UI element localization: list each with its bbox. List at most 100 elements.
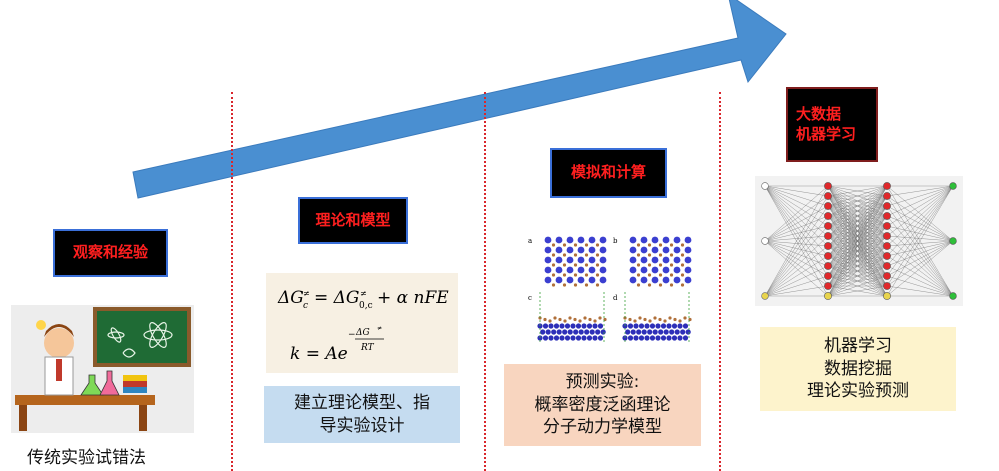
atom	[655, 335, 661, 341]
atom	[636, 283, 641, 287]
atom	[588, 246, 596, 254]
network-node	[761, 292, 769, 300]
eq1-tail: + α nFE	[377, 288, 449, 308]
atom	[658, 243, 663, 247]
atom	[566, 246, 574, 254]
atom	[545, 329, 551, 335]
caption-bigdata: 机器学习 数据挖掘 理论实验预测	[760, 327, 956, 411]
network-node	[883, 182, 891, 190]
atom	[551, 243, 556, 247]
eq1-sup: ≠	[303, 289, 310, 298]
atom	[660, 323, 667, 329]
network-node	[824, 262, 832, 270]
neural-network-diagram	[755, 176, 963, 306]
atom	[643, 317, 647, 322]
atom	[683, 316, 687, 320]
atom	[673, 246, 681, 254]
network-node	[883, 202, 891, 210]
atom	[566, 256, 574, 264]
eq2-lhs: k = Ae	[290, 344, 348, 364]
atom	[595, 243, 600, 247]
atom	[566, 276, 574, 284]
atom	[636, 243, 641, 247]
atom	[669, 283, 674, 287]
atom	[581, 323, 587, 329]
atom	[647, 329, 653, 335]
atom	[581, 335, 587, 341]
atom	[584, 283, 589, 287]
atom	[658, 317, 662, 322]
atom	[553, 316, 557, 320]
atom	[584, 243, 589, 247]
atom	[588, 266, 596, 274]
atom	[662, 256, 670, 264]
atom	[588, 317, 592, 322]
atom	[584, 263, 589, 267]
network-node	[761, 237, 769, 245]
eq1-sub: c	[303, 301, 308, 311]
atom	[652, 329, 658, 335]
network-node	[824, 272, 832, 280]
atom	[673, 276, 681, 284]
atom	[671, 323, 678, 329]
atom	[651, 276, 659, 284]
atom	[653, 316, 657, 320]
atom	[678, 319, 682, 323]
atom	[562, 273, 567, 277]
atom	[636, 329, 642, 335]
atom	[641, 329, 647, 335]
atom	[662, 276, 670, 284]
atom	[638, 323, 645, 329]
equation-panel	[266, 273, 458, 373]
atom	[562, 263, 567, 267]
atom	[551, 253, 556, 257]
atom	[598, 316, 602, 320]
atom	[640, 266, 648, 274]
network-node	[824, 232, 832, 240]
atom	[544, 276, 552, 284]
network-node	[824, 182, 832, 190]
atom	[647, 273, 652, 277]
atom	[640, 256, 648, 264]
atom	[669, 243, 674, 247]
atom	[680, 263, 685, 267]
caption-theory: 建立理论模型、指 导实验设计	[264, 386, 460, 443]
atom	[553, 323, 560, 329]
atom	[586, 335, 593, 341]
atom	[544, 256, 552, 264]
divider-1	[231, 92, 233, 471]
eq2-exp-sup: ≠	[377, 325, 382, 332]
atom	[633, 335, 639, 341]
atom	[685, 329, 691, 335]
atom	[673, 236, 681, 244]
atom	[640, 246, 648, 254]
atom	[658, 283, 663, 287]
caption-simulation: 预测实验: 概率密度泛函理论 分子动力学模型	[504, 364, 701, 446]
atom	[684, 266, 692, 274]
atom	[567, 329, 573, 335]
atom	[651, 256, 659, 264]
atom	[636, 253, 641, 257]
atom	[658, 263, 663, 267]
atom	[638, 316, 642, 320]
atom	[669, 273, 674, 277]
panel-label-d: d	[613, 294, 618, 302]
atom	[559, 323, 565, 329]
atom	[556, 329, 562, 335]
atom	[633, 323, 639, 329]
atom	[577, 236, 585, 244]
stage-label-theory: 理论和模型	[298, 197, 408, 244]
atom	[573, 253, 578, 257]
atom	[629, 276, 637, 284]
atom	[564, 323, 571, 329]
progress-arrow	[132, 0, 787, 199]
atom	[655, 323, 661, 329]
atom	[577, 256, 585, 264]
atom	[627, 323, 634, 329]
atom	[673, 256, 681, 264]
eq1-rhs-sub: 0,c	[359, 301, 373, 311]
atom	[564, 335, 571, 341]
network-node	[824, 212, 832, 220]
atom	[595, 253, 600, 257]
atom	[584, 273, 589, 277]
